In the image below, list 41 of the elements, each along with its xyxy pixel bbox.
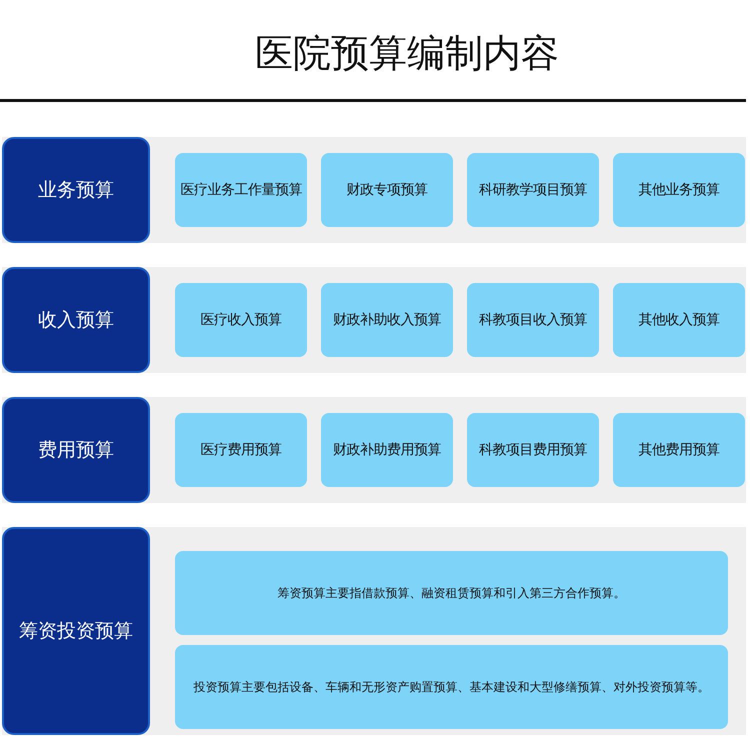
item-box [175,283,307,357]
item-box [467,283,599,357]
node-label: 财政补助收入预算 [333,310,441,330]
item-box [321,283,453,357]
node-label: 费用预算 [38,438,114,463]
node-label: 投资预算主要包括设备、车辆和无形资产购置预算、基本建设和大型修缮预算、对外投资预算等。 [194,679,710,696]
node-label: 财政专项预算 [346,180,428,200]
row-background [2,137,746,243]
node-label: 其他业务预算 [638,180,720,200]
node-label: 科教项目收入预算 [479,310,587,330]
item-box [613,413,745,487]
item-box [175,413,307,487]
title: 医院预算编制内容 [255,30,559,77]
item-box [467,413,599,487]
item-box [321,153,453,227]
node-label: 筹资预算主要指借款预算、融资租赁预算和引入第三方合作预算。 [278,585,626,602]
item-box [175,645,728,729]
item-box [321,413,453,487]
node-label: 筹资投资预算 [19,618,133,644]
node-label: 其他费用预算 [638,440,720,460]
node-label: 财政补助费用预算 [333,440,441,460]
node-label: 业务预算 [38,178,114,203]
category-box [2,267,150,373]
node-label: 医疗收入预算 [200,310,282,330]
row-background [2,397,746,503]
row-background [2,527,746,735]
node-label: 医疗费用预算 [200,440,282,460]
category-box [2,397,150,503]
item-box [175,551,728,635]
node-label: 其他收入预算 [638,310,720,330]
row-background [2,267,746,373]
item-box [613,153,745,227]
category-box [2,137,150,243]
item-box [613,283,745,357]
node-label: 科研教学项目预算 [479,180,587,200]
item-box [467,153,599,227]
node-label: 收入预算 [38,308,114,333]
node-label: 科教项目费用预算 [479,440,587,460]
category-box [2,527,150,735]
node-label: 医疗业务工作量预算 [180,180,302,200]
item-box [175,153,307,227]
